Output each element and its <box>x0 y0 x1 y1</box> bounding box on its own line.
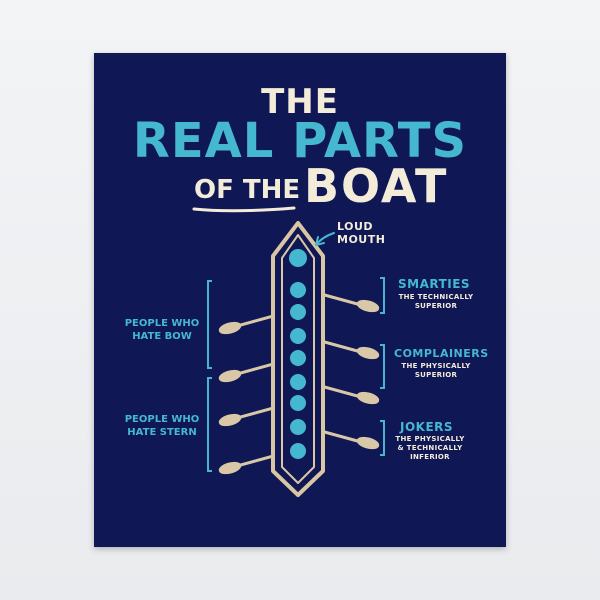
bracket-right-complainers <box>380 344 385 389</box>
boat-inner-hull <box>281 234 315 484</box>
rower-3 <box>290 328 306 344</box>
jokers-sub2: & TECHNICALLY <box>397 444 463 452</box>
smarties-sub1: THE TECHNICALLY <box>398 293 474 301</box>
rower-1 <box>290 282 306 298</box>
brackets <box>207 277 385 472</box>
boat-illustration <box>192 206 385 497</box>
jokers-sub3: INFERIOR <box>410 453 450 461</box>
loud-mouth-line1: LOUD <box>337 220 374 233</box>
complainers-sub1: THE PHYSICALLY <box>401 362 471 370</box>
hate-stern-line2: HATE STERN <box>127 427 197 438</box>
smarties-sub2: SUPERIOR <box>414 302 458 310</box>
hate-bow-line1: PEOPLE WHO <box>124 318 200 329</box>
rower-8 <box>290 443 306 459</box>
oars <box>218 286 380 475</box>
smarties-title: SMARTIES <box>398 277 471 291</box>
complainers-sub2: SUPERIOR <box>414 371 458 379</box>
jokers-sub1: THE PHYSICALLY <box>395 435 465 443</box>
rower-2 <box>290 304 306 320</box>
bracket-left-bow <box>207 280 212 369</box>
hate-stern-line1: PEOPLE WHO <box>124 414 200 425</box>
bracket-right-smarties <box>380 277 385 314</box>
arrow-icon <box>315 232 335 246</box>
title-the: THE <box>261 82 339 122</box>
rower-6 <box>290 395 306 411</box>
coxswain <box>289 249 307 267</box>
rower-7 <box>290 419 306 435</box>
jokers-title: JOKERS <box>400 420 454 434</box>
complainers-title: COMPLAINERS <box>394 347 489 360</box>
hate-bow-line2: HATE BOW <box>132 331 192 342</box>
poster: THE REAL PARTS OF THE BOAT <box>94 53 506 547</box>
loud-mouth-line2: MOUTH <box>337 233 386 246</box>
title-of-the: OF THE <box>194 175 301 205</box>
rower-4 <box>290 350 306 366</box>
bracket-left-stern <box>207 377 212 472</box>
title-boat: BOAT <box>304 159 449 213</box>
rowers <box>289 249 307 459</box>
title-real-parts: REAL PARTS <box>132 113 468 169</box>
rower-5 <box>290 374 306 390</box>
bracket-right-jokers <box>380 420 385 456</box>
title-underline <box>192 206 296 213</box>
